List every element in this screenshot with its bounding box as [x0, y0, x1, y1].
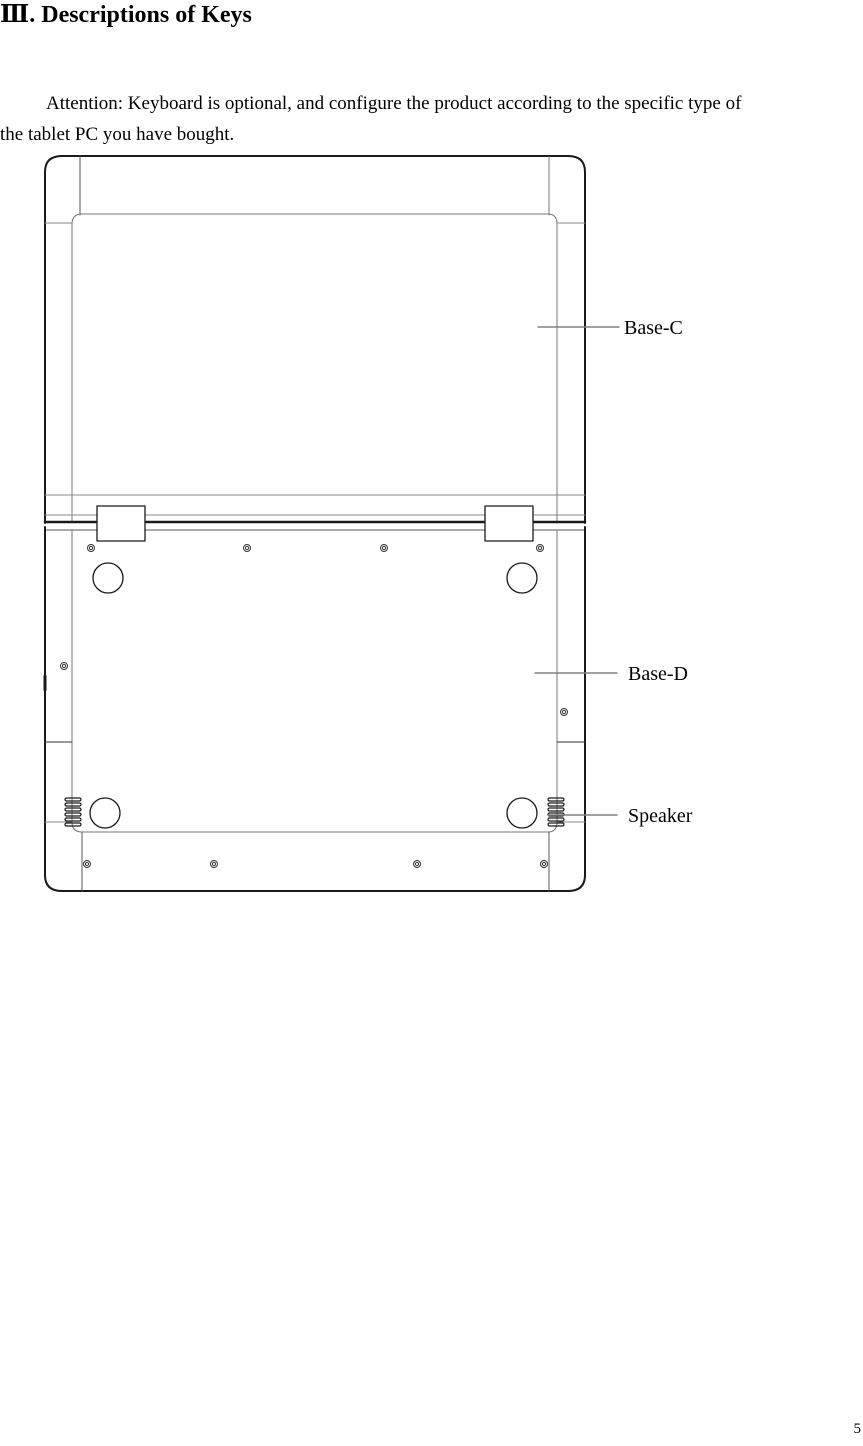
label-speaker: Speaker [628, 805, 693, 827]
section-numeral: Ⅲ [0, 2, 30, 28]
page-number: 5 [853, 1421, 862, 1437]
rubber-feet [89, 562, 538, 829]
hinge [43, 505, 587, 542]
label-base-c: Base-C [624, 317, 683, 339]
attention-paragraph: Attention: Keyboard is optional, and con… [0, 88, 863, 150]
keyboard-dock-diagram [43, 155, 620, 892]
base-c-panel [44, 155, 586, 524]
base-d-panel [43, 526, 586, 892]
section-title: . Descriptions of Keys [29, 2, 252, 28]
speaker-grille-left [64, 797, 82, 827]
section-heading: Ⅲ. Descriptions of Keys [0, 0, 252, 29]
label-base-d: Base-D [628, 663, 688, 685]
screws [60, 544, 568, 868]
leader-lines [534, 326, 620, 816]
paragraph-line-2: the tablet PC you have bought. [0, 124, 235, 145]
paragraph-line-1: Attention: Keyboard is optional, and con… [46, 93, 742, 114]
